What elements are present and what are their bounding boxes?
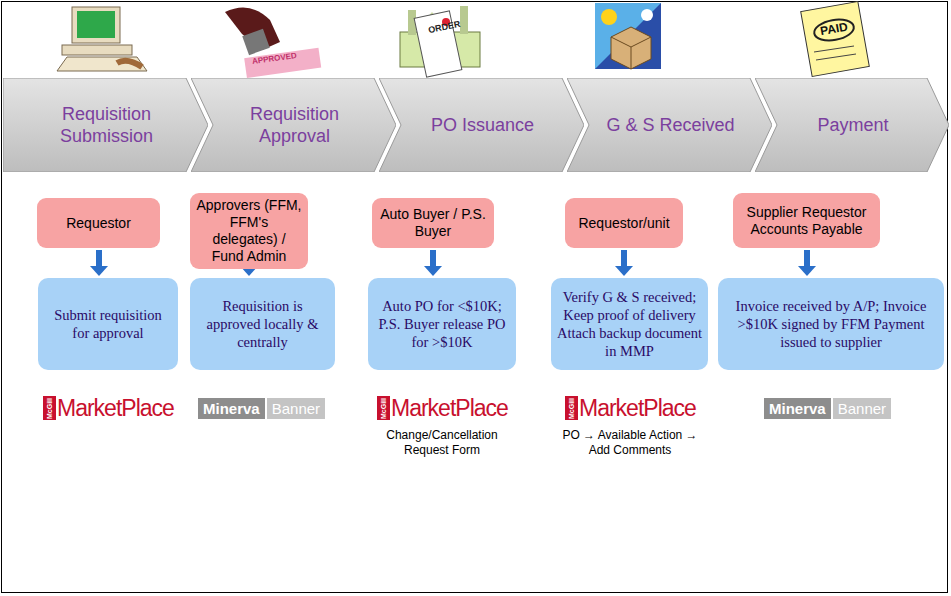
process-chevron: PO Issuance <box>379 78 584 172</box>
role-text: Requestor/unit <box>578 215 669 232</box>
chevron-outline <box>191 78 396 172</box>
logo-mark: McGill <box>565 396 578 420</box>
task-box: Submit requisition for approval <box>38 278 178 370</box>
note-text: PO → Available Action → Add Comments <box>555 428 705 458</box>
role-box: Auto Buyer / P.S. Buyer <box>372 198 494 248</box>
logo-mark: McGill <box>377 396 390 420</box>
task-text: Invoice received by A/P; Invoice >$10K s… <box>724 297 938 351</box>
task-text: Verify G & S received; Keep proof of del… <box>557 288 702 360</box>
minerva-banner-logo: MinervaBanner <box>198 398 325 419</box>
logo-mark: McGill <box>43 396 56 420</box>
arrow-shaft <box>621 250 627 266</box>
stage-name: Requisition Submission <box>3 103 208 147</box>
role-text: Supplier Requestor Accounts Payable <box>739 204 874 238</box>
marketplace-logo: McGill MarketPlace <box>565 396 696 420</box>
arrow-head <box>615 266 633 276</box>
task-box: Requisition is approved locally & centra… <box>190 278 335 370</box>
minerva-banner-logo: MinervaBanner <box>764 398 891 419</box>
logo-text: Minerva <box>764 398 831 419</box>
down-arrow <box>798 250 816 276</box>
role-box: Requestor/unit <box>565 198 683 248</box>
role-text: Approvers (FFM, FFM's delegates) / Fund … <box>196 197 302 265</box>
task-box: Invoice received by A/P; Invoice >$10K s… <box>718 278 944 370</box>
process-chevron: Payment <box>755 78 949 172</box>
marketplace-logo: McGill MarketPlace <box>377 396 508 420</box>
task-text: Auto PO for <$10K; P.S. Buyer release PO… <box>374 297 510 351</box>
process-chevron: G & S Received <box>567 78 772 172</box>
logo-text: Banner <box>833 398 891 419</box>
role-text: Auto Buyer / P.S. Buyer <box>378 206 488 240</box>
chevron-outline <box>755 78 949 172</box>
note-text: Change/Cancellation Request Form <box>367 428 517 458</box>
down-arrow <box>424 250 442 276</box>
role-box: Supplier Requestor Accounts Payable <box>733 193 880 248</box>
arrow-shaft <box>430 250 436 266</box>
logo-small-text: McGill <box>568 397 575 418</box>
chevron-shape <box>3 78 208 172</box>
logo-text: MarketPlace <box>391 396 508 420</box>
task-box: Verify G & S received; Keep proof of del… <box>551 278 708 370</box>
chevron-outline <box>567 78 772 172</box>
arrow-head <box>90 266 108 276</box>
logo-text: Minerva <box>198 398 265 419</box>
role-text: Requestor <box>66 215 131 232</box>
task-text: Submit requisition for approval <box>44 306 172 342</box>
logo-text: Banner <box>267 398 325 419</box>
arrow-head <box>424 266 442 276</box>
chevron-outline <box>379 78 584 172</box>
role-box: Requestor <box>37 198 160 248</box>
arrow-head <box>798 266 816 276</box>
process-chevron: Requisition Approval <box>191 78 396 172</box>
chevron-outline <box>3 78 208 172</box>
chevron-shape <box>191 78 396 172</box>
logo-text: MarketPlace <box>57 396 174 420</box>
arrow-shaft <box>804 250 810 266</box>
arrow-shaft <box>96 250 102 266</box>
task-box: Auto PO for <$10K; P.S. Buyer release PO… <box>368 278 516 370</box>
logo-small-text: McGill <box>380 397 387 418</box>
marketplace-logo: McGill MarketPlace <box>43 396 174 420</box>
stage-name: PO Issuance <box>405 114 558 136</box>
task-text: Requisition is approved locally & centra… <box>196 297 329 351</box>
stage-name: Requisition Approval <box>191 103 396 147</box>
logo-small-text: McGill <box>46 397 53 418</box>
logo-text: MarketPlace <box>579 396 696 420</box>
down-arrow <box>615 250 633 276</box>
down-arrow <box>90 250 108 276</box>
role-box: Approvers (FFM, FFM's delegates) / Fund … <box>190 193 308 269</box>
stage-name: Payment <box>791 114 912 136</box>
process-chevron: Requisition Submission <box>3 78 208 172</box>
stage-name: G & S Received <box>580 114 758 136</box>
